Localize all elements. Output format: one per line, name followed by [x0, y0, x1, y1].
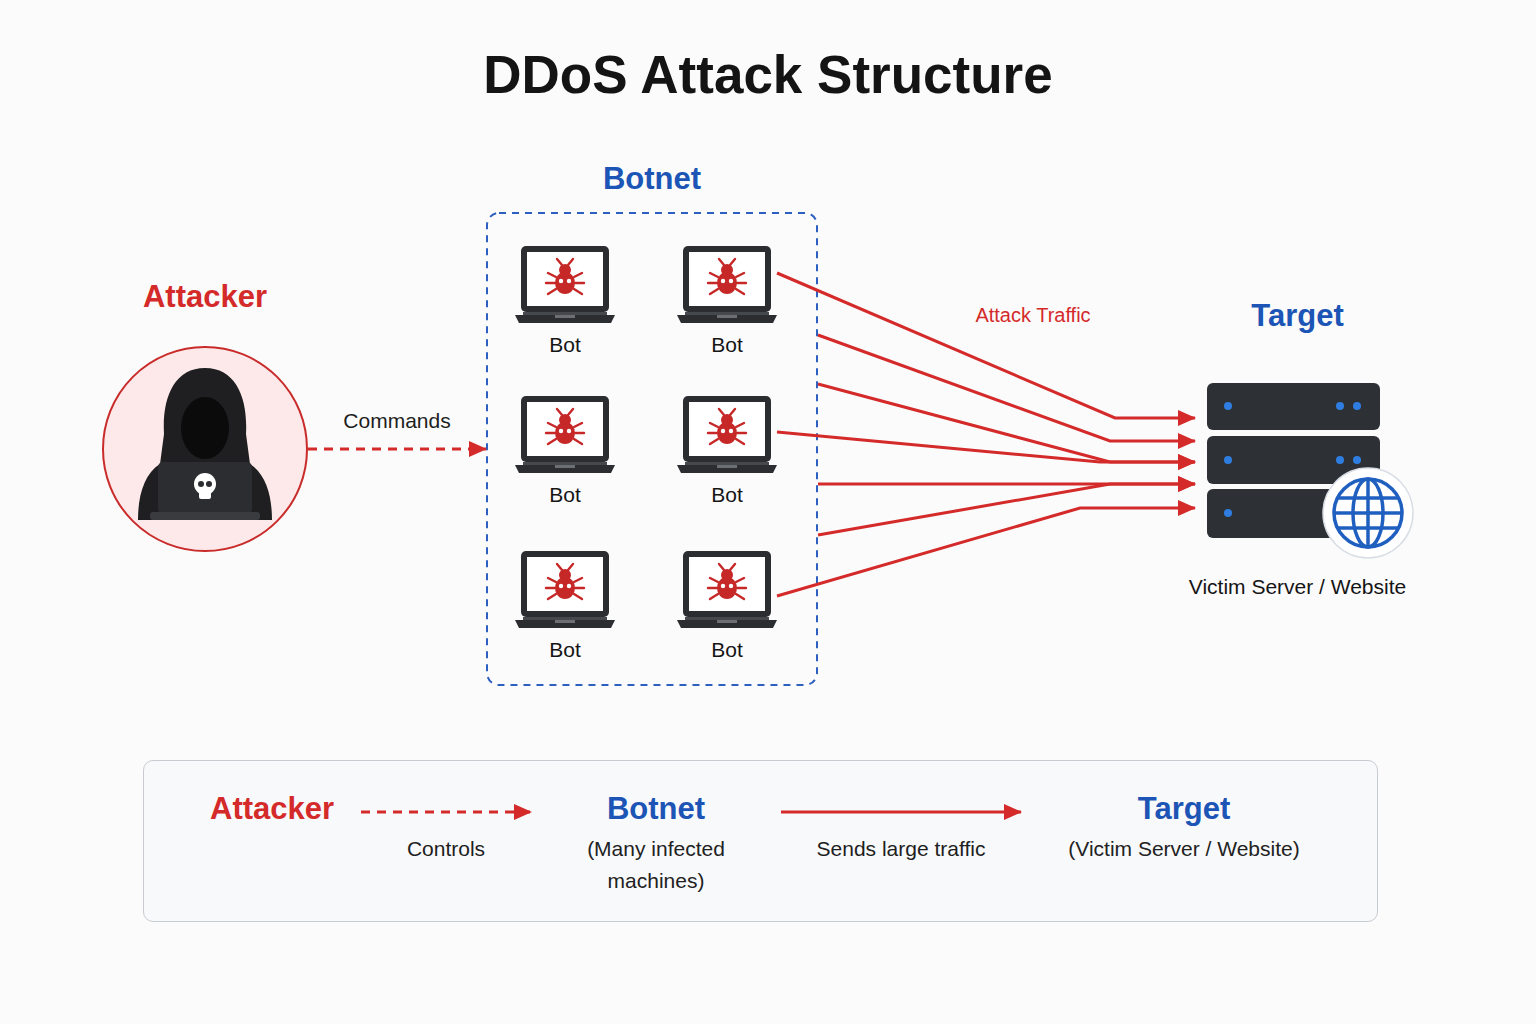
connector-line: [777, 432, 1195, 462]
node-caption: Victim Server / Website: [1135, 575, 1460, 599]
summary-item: Botnet(Many infected machines): [531, 789, 781, 899]
connector: [777, 432, 1195, 462]
connector: [361, 812, 531, 813]
connector-line: [818, 484, 1195, 535]
botnet-group: BotnetBotBotBotBotBotBot: [486, 212, 818, 686]
bot-icon: [515, 396, 615, 473]
summary-heading: Target: [1021, 789, 1347, 829]
connector: [818, 335, 1195, 535]
bot-label: Bot: [677, 638, 777, 662]
bot-label: Bot: [515, 333, 615, 357]
connector-line: [781, 811, 1021, 814]
edge-label: Commands: [343, 409, 450, 433]
server-shape: [1195, 383, 1420, 563]
bot-node: Bot: [677, 545, 777, 665]
connector-line: [818, 384, 1195, 462]
bot-node: Bot: [677, 240, 777, 360]
node-heading: Target: [1175, 296, 1420, 336]
traffic-label: Attack Traffic: [975, 304, 1090, 327]
edge-label: Controls: [407, 837, 485, 861]
bot-shape: [677, 240, 777, 330]
target-server: TargetVictim Server / Website: [1195, 383, 1400, 539]
bot-label: Bot: [515, 483, 615, 507]
bot-node: Bot: [515, 240, 615, 360]
connector: [777, 273, 1195, 418]
bot-label: Bot: [677, 333, 777, 357]
bot-node: Bot: [515, 390, 615, 510]
bot-node: Bot: [677, 390, 777, 510]
connector: [308, 449, 486, 450]
connector: [781, 812, 1021, 813]
connector-line: [361, 811, 531, 814]
summary-note: (Victim Server / Website): [1011, 833, 1357, 865]
attacker-shape: [102, 346, 308, 552]
attacker-icon: [103, 347, 307, 551]
connector-line: [777, 508, 1195, 596]
bot-node: Bot: [515, 545, 615, 665]
summary-item: Attacker: [206, 789, 361, 831]
bot-icon: [677, 396, 777, 473]
bot-label: Bot: [677, 483, 777, 507]
diagram-title: DDoS Attack Structure: [0, 44, 1536, 106]
connector-line: [818, 335, 1195, 441]
bot-shape: [677, 390, 777, 480]
bot-label: Bot: [515, 638, 615, 662]
summary-heading: Botnet: [531, 789, 781, 829]
edge-label: Sends large traffic: [817, 837, 986, 861]
connector-line: [308, 448, 486, 451]
summary-panel: Attacker Botnet(Many infected machines) Ta…: [143, 760, 1378, 922]
bot-shape: [515, 390, 615, 480]
bot-icon: [515, 246, 615, 323]
connector-line: [777, 273, 1195, 418]
summary-note: (Many infected machines): [576, 833, 736, 897]
dashed-border: [487, 213, 817, 685]
connector-line: [818, 483, 1195, 486]
summary-heading: Attacker: [210, 789, 334, 829]
bot-shape: [515, 545, 615, 635]
bot-shape: [677, 545, 777, 635]
attacker-node: Attacker: [102, 346, 308, 552]
node-heading: Attacker: [62, 277, 348, 317]
bot-icon: [515, 551, 615, 628]
group-heading: Botnet: [486, 159, 818, 199]
connector: [777, 508, 1195, 596]
server-icon: [1207, 383, 1413, 558]
bot-icon: [677, 551, 777, 628]
bot-shape: [515, 240, 615, 330]
summary-item: Target(Victim Server / Website): [1021, 789, 1347, 869]
bot-icon: [677, 246, 777, 323]
